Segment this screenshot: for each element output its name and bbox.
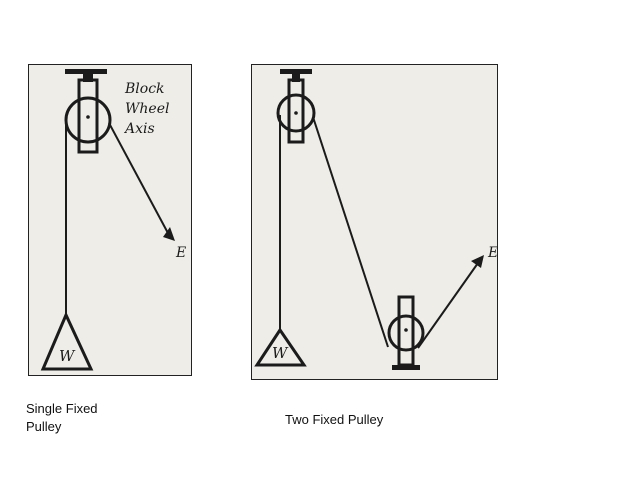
rope-middle <box>312 116 389 348</box>
top-pulley-hanger <box>292 74 300 82</box>
single-pulley-caption-text: Single Fixed Pulley <box>26 401 98 434</box>
effort-label: E <box>175 245 186 261</box>
weight-label: W <box>272 344 289 362</box>
two-pulley-drawing: E W <box>254 69 498 370</box>
weight-triangle <box>254 327 307 367</box>
single-pulley-diagram: Block Wheel Axis E W <box>28 64 192 376</box>
effort-label: E <box>487 245 498 261</box>
ceiling-support <box>65 69 107 74</box>
single-pulley-drawing: Block Wheel Axis E W <box>40 69 186 371</box>
weight-triangle <box>40 311 94 371</box>
block-label: Block <box>124 81 165 97</box>
bottom-pulley-wheel <box>387 314 425 352</box>
bottom-pulley-block <box>397 295 415 367</box>
wheel-label: Wheel <box>125 101 169 117</box>
top-pulley-wheel <box>276 93 316 133</box>
pulley-block <box>77 78 99 154</box>
rope-effort-side <box>417 262 479 349</box>
effort-arrow <box>163 227 175 241</box>
top-pulley-axle <box>294 111 298 115</box>
bottom-pulley-axle <box>404 328 408 332</box>
pulley-hanger <box>83 74 93 82</box>
rope-effort-side <box>108 122 170 236</box>
weight-label: W <box>59 347 76 365</box>
floor-support <box>392 365 420 370</box>
pulley-axle <box>86 115 90 119</box>
effort-arrow <box>471 255 484 268</box>
two-pulley-caption: Two Fixed Pulley <box>285 412 384 427</box>
top-ceiling-support <box>280 69 312 74</box>
two-pulley-diagram: E W <box>251 64 498 380</box>
pulley-wheel <box>64 96 112 144</box>
top-pulley-block <box>287 78 305 144</box>
axis-label: Axis <box>123 121 155 137</box>
single-pulley-caption: Single Fixed Pulley <box>26 400 126 436</box>
